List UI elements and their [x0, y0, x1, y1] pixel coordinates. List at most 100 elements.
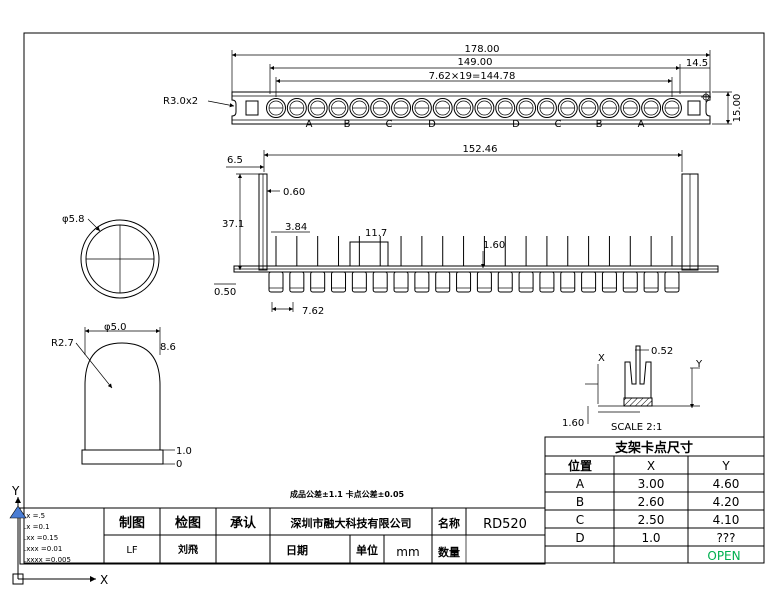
led-top-circle-view: φ5.8	[62, 214, 160, 299]
side-led	[372, 236, 388, 293]
tol-xx: .xx =0.15	[24, 534, 58, 542]
tol-x: .x =.5	[24, 512, 45, 520]
led-circle	[391, 98, 412, 118]
group-label-c2: C	[555, 119, 562, 130]
group-label-d: D	[428, 119, 436, 130]
spec-cell: 3.00	[638, 477, 665, 491]
side-led	[539, 236, 555, 293]
side-led	[622, 236, 638, 293]
spec-cell: 4.20	[713, 495, 740, 509]
spec-header-y: Y	[721, 459, 730, 473]
led-circle	[578, 98, 599, 118]
led-circle	[557, 98, 578, 118]
group-label-b: B	[344, 119, 351, 130]
side-led	[601, 236, 617, 293]
bracket-post	[349, 241, 389, 266]
dim-1-60: 1.60	[483, 240, 505, 251]
side-led	[268, 236, 284, 293]
header-drawn-by: 制图	[119, 515, 145, 531]
dim-pitch-total: 7.62×19=144.78	[429, 71, 516, 82]
dim-37-1: 37.1	[222, 219, 244, 230]
led-dim-0: 0	[176, 459, 182, 470]
side-led	[435, 236, 451, 293]
group-label-a: A	[306, 119, 313, 130]
spec-cell: ???	[716, 531, 735, 545]
led-position-row	[266, 98, 682, 118]
axis-y-label: Y	[11, 484, 20, 498]
detail-x-label: X	[598, 353, 605, 364]
right-slot	[687, 100, 701, 116]
detail-dim-0-52: 0.52	[651, 346, 673, 357]
led-circle-diameter: φ5.8	[62, 214, 85, 225]
checker-value: 刘飛	[178, 543, 198, 556]
drawing-border	[23, 32, 765, 564]
side-led	[497, 236, 513, 293]
led-circle	[286, 98, 307, 118]
led-circle	[641, 98, 662, 118]
spec-cell: 4.10	[713, 513, 740, 527]
side-led	[289, 236, 305, 293]
side-led	[310, 236, 326, 293]
spec-header-x: X	[647, 459, 655, 473]
led-circle	[266, 98, 286, 118]
led-side-view: φ5.0 R2.7 8.6 1.0 0	[51, 322, 192, 470]
group-label-b2: B	[596, 119, 603, 130]
radius-label: R3.0x2	[163, 96, 198, 107]
unit-label: 单位	[356, 543, 378, 557]
open-label: OPEN	[707, 549, 740, 563]
dim-7-62: 7.62	[302, 306, 324, 317]
led-radius-label: R2.7	[51, 338, 74, 349]
ucs-axis-icon: Y X	[9, 484, 108, 587]
tolerance-note: 成品公差±1.1 卡点公差±0.05	[290, 489, 405, 499]
group-label-a2: A	[638, 119, 645, 130]
dim-middle-length: 149.00	[458, 57, 493, 68]
led-height-label: 8.6	[160, 342, 176, 353]
side-led	[643, 236, 659, 293]
led-circle	[370, 98, 391, 118]
detail-y-label: Y	[695, 359, 703, 370]
tol-xxxx: .xxxx =0.005	[24, 556, 71, 564]
spec-cell: D	[575, 531, 584, 545]
spec-cell: 2.60	[638, 495, 665, 509]
led-circle	[432, 98, 453, 118]
drawer-value: LF	[126, 545, 138, 556]
spec-table-title: 支架卡点尺寸	[614, 440, 693, 456]
detail-scale-label: SCALE 2:1	[611, 422, 662, 433]
led-circle	[599, 98, 620, 118]
dim-3-84: 3.84	[285, 222, 307, 233]
led-dim-1-0: 1.0	[176, 446, 192, 457]
side-led	[581, 236, 597, 293]
right-hole-cross	[701, 92, 711, 102]
side-led	[560, 236, 576, 293]
left-slot	[245, 100, 259, 116]
dim-6-5: 6.5	[227, 155, 243, 166]
top-view: 178.00 149.00 14.5 7.62×19=144.78 R3.0x2…	[163, 44, 743, 130]
side-led	[664, 236, 680, 293]
spec-table: 支架卡点尺寸 位置 X Y A 3.00 4.60 B 2.60 4.20 C …	[544, 436, 765, 564]
tol-x1: .x =0.1	[24, 523, 50, 531]
group-labels: A B C D D C B A	[306, 119, 645, 130]
unit-value: mm	[396, 545, 419, 559]
led-diameter-label: φ5.0	[104, 322, 127, 333]
axis-x-label: X	[100, 573, 108, 587]
date-label: 日期	[286, 543, 308, 557]
detail-view: X Y 0.52 1.60 SCALE 2:1	[562, 345, 703, 433]
title-block: .x =.5 .x =0.1 .xx =0.15 .xxx =0.01 .xxx…	[19, 507, 546, 565]
side-led	[351, 236, 367, 293]
group-label-c: C	[386, 119, 393, 130]
dim-right-offset: 14.5	[686, 58, 708, 69]
company-name: 深圳市融大科技有限公司	[291, 516, 412, 530]
strip-outline	[231, 91, 711, 125]
side-led	[414, 236, 430, 293]
dim-11-7: 11.7	[365, 228, 387, 239]
led-circle	[661, 98, 682, 118]
led-circle	[411, 98, 432, 118]
side-leds	[268, 236, 680, 293]
dim-strip-height: 15.00	[732, 94, 743, 123]
dim-152-46: 152.46	[463, 144, 498, 155]
led-circle	[516, 98, 537, 118]
led-circle	[328, 98, 349, 118]
dim-0-50: 0.50	[214, 287, 236, 298]
detail-profile	[624, 345, 652, 399]
